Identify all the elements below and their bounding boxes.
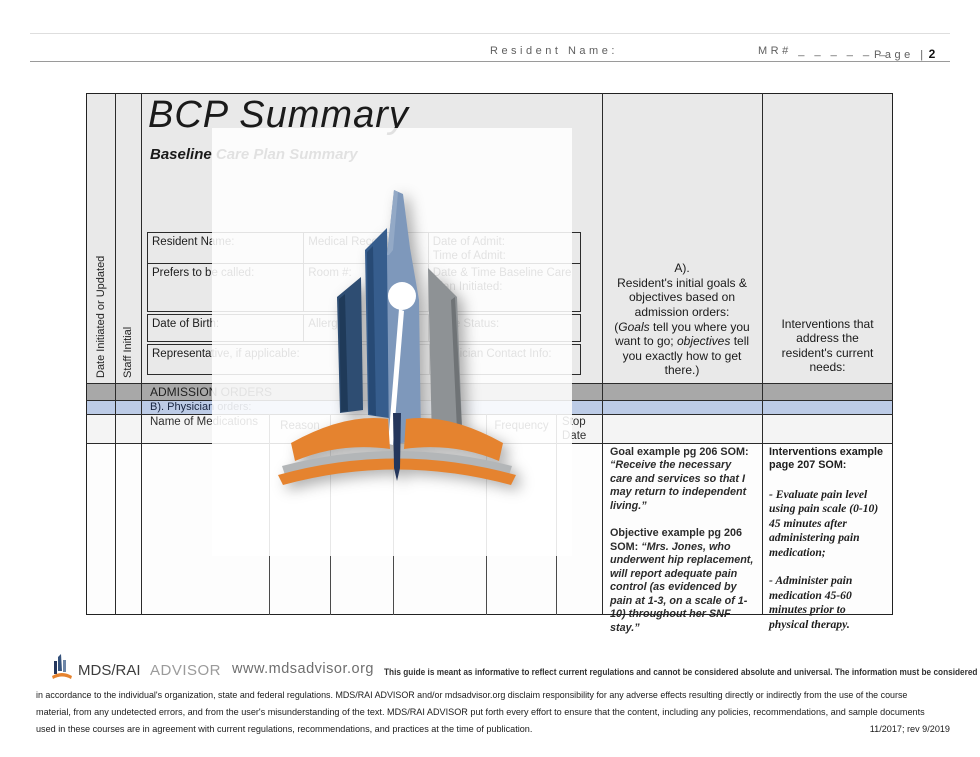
grid-line	[115, 93, 116, 615]
footer-disclaimer-line3: material, from any undetected errors, an…	[36, 707, 925, 717]
header-page-number: 2	[928, 47, 936, 61]
footer-disclaimer-line1: This guide is meant as informative to re…	[384, 667, 978, 677]
goal-example-quote: “Receive the necessary care and services…	[610, 459, 747, 512]
goals-column-heading: A). Resident's initial goals & objective…	[603, 93, 761, 383]
open-book-icon	[278, 413, 516, 485]
footer-disclaimer-line4: used in these courses are in agreement w…	[36, 724, 533, 734]
footer-brand-primary: MDS/RAI	[78, 662, 141, 679]
footer-website-link[interactable]: www.mdsadvisor.org	[232, 661, 374, 677]
footer-brand-icon	[52, 654, 72, 679]
header-page: Page |2	[874, 45, 935, 63]
header-page-label: Page |	[874, 49, 927, 61]
interventions-column-heading: Interventions that address the resident'…	[763, 93, 892, 383]
goal-example-cell: Goal example pg 206 SOM: “Receive the ne…	[603, 443, 761, 634]
header-resident-name-label: Resident Name:	[490, 45, 618, 57]
pen-nib-icon	[337, 190, 462, 445]
goals-heading-note: (Goals tell you where you want to go; ob…	[614, 319, 750, 378]
interventions-example-label: Interventions example page 207 SOM:	[769, 446, 884, 472]
goals-heading-text: Resident's initial goals & objectives ba…	[617, 275, 747, 319]
footer-disclaimer-line2: in accordance to the individual's organi…	[36, 690, 908, 700]
interventions-heading-text: Interventions that address the resident'…	[781, 316, 874, 375]
footer-revision-date: 11/2017; rev 9/2019	[869, 724, 950, 734]
header-top-rule	[30, 33, 950, 34]
intervention-item-1: - Evaluate pain level using pain scale (…	[769, 487, 879, 559]
footer-brand-secondary: ADVISOR	[150, 662, 222, 679]
header-mr-label: MR# _ _ _ _ _ _	[758, 45, 889, 57]
table-outer-border	[86, 93, 893, 615]
intervention-item-2: - Administer pain medication 45-60 minut…	[769, 574, 853, 631]
grid-line	[141, 93, 142, 615]
goal-example-label: Goal example pg 206 SOM:	[610, 446, 749, 458]
header-bottom-rule	[30, 61, 950, 62]
pen-book-watermark-logo	[278, 190, 516, 485]
interventions-example-cell: Interventions example page 207 SOM: - Ev…	[763, 443, 892, 631]
grid-line	[762, 93, 763, 615]
field-dob: Date of Birth:	[152, 318, 220, 330]
grid-line	[602, 93, 603, 615]
goals-heading-letter: A).	[674, 261, 690, 275]
